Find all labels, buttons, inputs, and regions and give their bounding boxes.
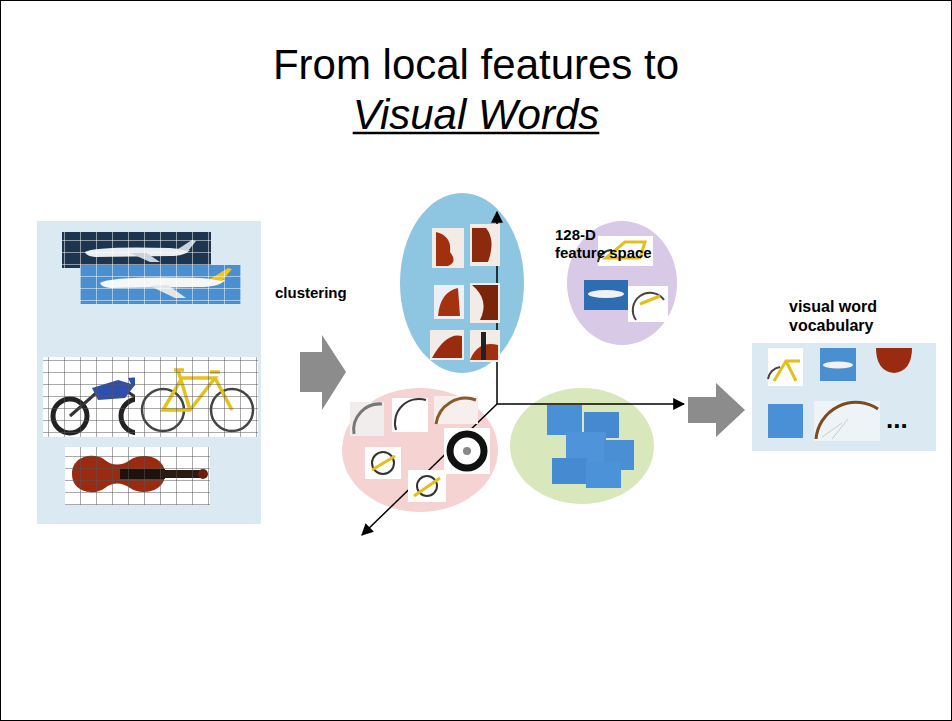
feature-patch xyxy=(450,434,484,468)
feature-patch xyxy=(438,288,460,316)
vocabulary-patches xyxy=(752,343,936,451)
slide-title: From local features to Visual Words xyxy=(226,40,726,140)
feature-patch xyxy=(372,452,394,474)
airplane-image xyxy=(62,232,211,268)
feature-patch xyxy=(470,283,500,323)
feature-patch xyxy=(354,404,382,434)
feature-patch xyxy=(430,224,500,362)
feature-patch xyxy=(470,330,500,362)
feature-patch xyxy=(444,428,490,474)
feature-patch xyxy=(472,285,498,320)
violin-image xyxy=(65,447,210,505)
airplane-image xyxy=(80,265,241,304)
feature-patch xyxy=(372,456,395,470)
cluster xyxy=(342,388,498,512)
feature-patch xyxy=(628,286,668,322)
bicycle-image xyxy=(135,357,258,437)
image-panel xyxy=(37,221,261,524)
axis-label: 128-D feature space xyxy=(555,226,657,262)
feature-patch xyxy=(640,296,660,304)
word-patch xyxy=(768,367,780,379)
feature-patch xyxy=(430,330,464,360)
image-panel xyxy=(37,221,261,524)
violin-image xyxy=(65,447,210,505)
feature-patch xyxy=(586,462,621,488)
word-patch xyxy=(768,348,803,386)
feature-patch xyxy=(395,399,426,430)
feature-patch xyxy=(547,405,582,435)
cluster xyxy=(510,388,654,504)
feature-patch xyxy=(552,458,587,484)
airplane-image xyxy=(80,265,241,304)
feature-patch xyxy=(566,432,606,462)
word-patch xyxy=(823,362,853,369)
airplane-image xyxy=(62,232,211,268)
word-patch xyxy=(820,348,856,381)
block-arrow xyxy=(300,335,346,410)
word-patch xyxy=(768,404,803,438)
word-patch xyxy=(774,361,800,381)
feature-patch xyxy=(547,405,634,488)
more-marker: ... xyxy=(886,405,908,434)
vocabulary-panel: visual word vocabulary... xyxy=(752,343,936,451)
feature-patch xyxy=(432,228,464,268)
arrow-label: clustering xyxy=(275,284,395,302)
feature-patch xyxy=(432,335,462,358)
feature-patch xyxy=(414,478,440,496)
feature-axis xyxy=(497,403,684,405)
feature-patch xyxy=(472,228,492,262)
cluster xyxy=(342,193,677,512)
cluster xyxy=(400,193,524,373)
feature-patch xyxy=(588,290,624,298)
feature-patch xyxy=(470,224,500,266)
feature-patch xyxy=(350,402,384,436)
block-arrow xyxy=(688,383,745,437)
violin-image xyxy=(65,447,210,505)
feature-patch xyxy=(392,398,428,432)
feature-patch xyxy=(633,293,664,320)
feature-patch xyxy=(584,280,628,310)
feature-patch xyxy=(463,447,471,455)
feature-patch xyxy=(481,332,486,360)
bicycle-image xyxy=(135,357,258,437)
bicycle-image xyxy=(135,357,258,437)
feature-patch xyxy=(365,447,401,479)
airplane-image xyxy=(80,265,241,304)
feature-patch xyxy=(436,232,454,266)
word-patch xyxy=(876,348,912,373)
feature-axis xyxy=(362,212,684,535)
word-patch xyxy=(814,401,880,441)
airplane-image xyxy=(62,232,211,268)
feature-patch xyxy=(436,398,476,424)
word-patch xyxy=(816,402,878,439)
feature-patch xyxy=(408,470,446,502)
feature-patch xyxy=(350,396,490,502)
word-patch xyxy=(822,419,848,439)
word-patch xyxy=(768,348,912,441)
panel-heading: visual word vocabulary xyxy=(789,297,885,335)
feature-patch xyxy=(434,396,478,424)
spacer xyxy=(645,226,657,244)
feature-patch xyxy=(434,285,464,319)
